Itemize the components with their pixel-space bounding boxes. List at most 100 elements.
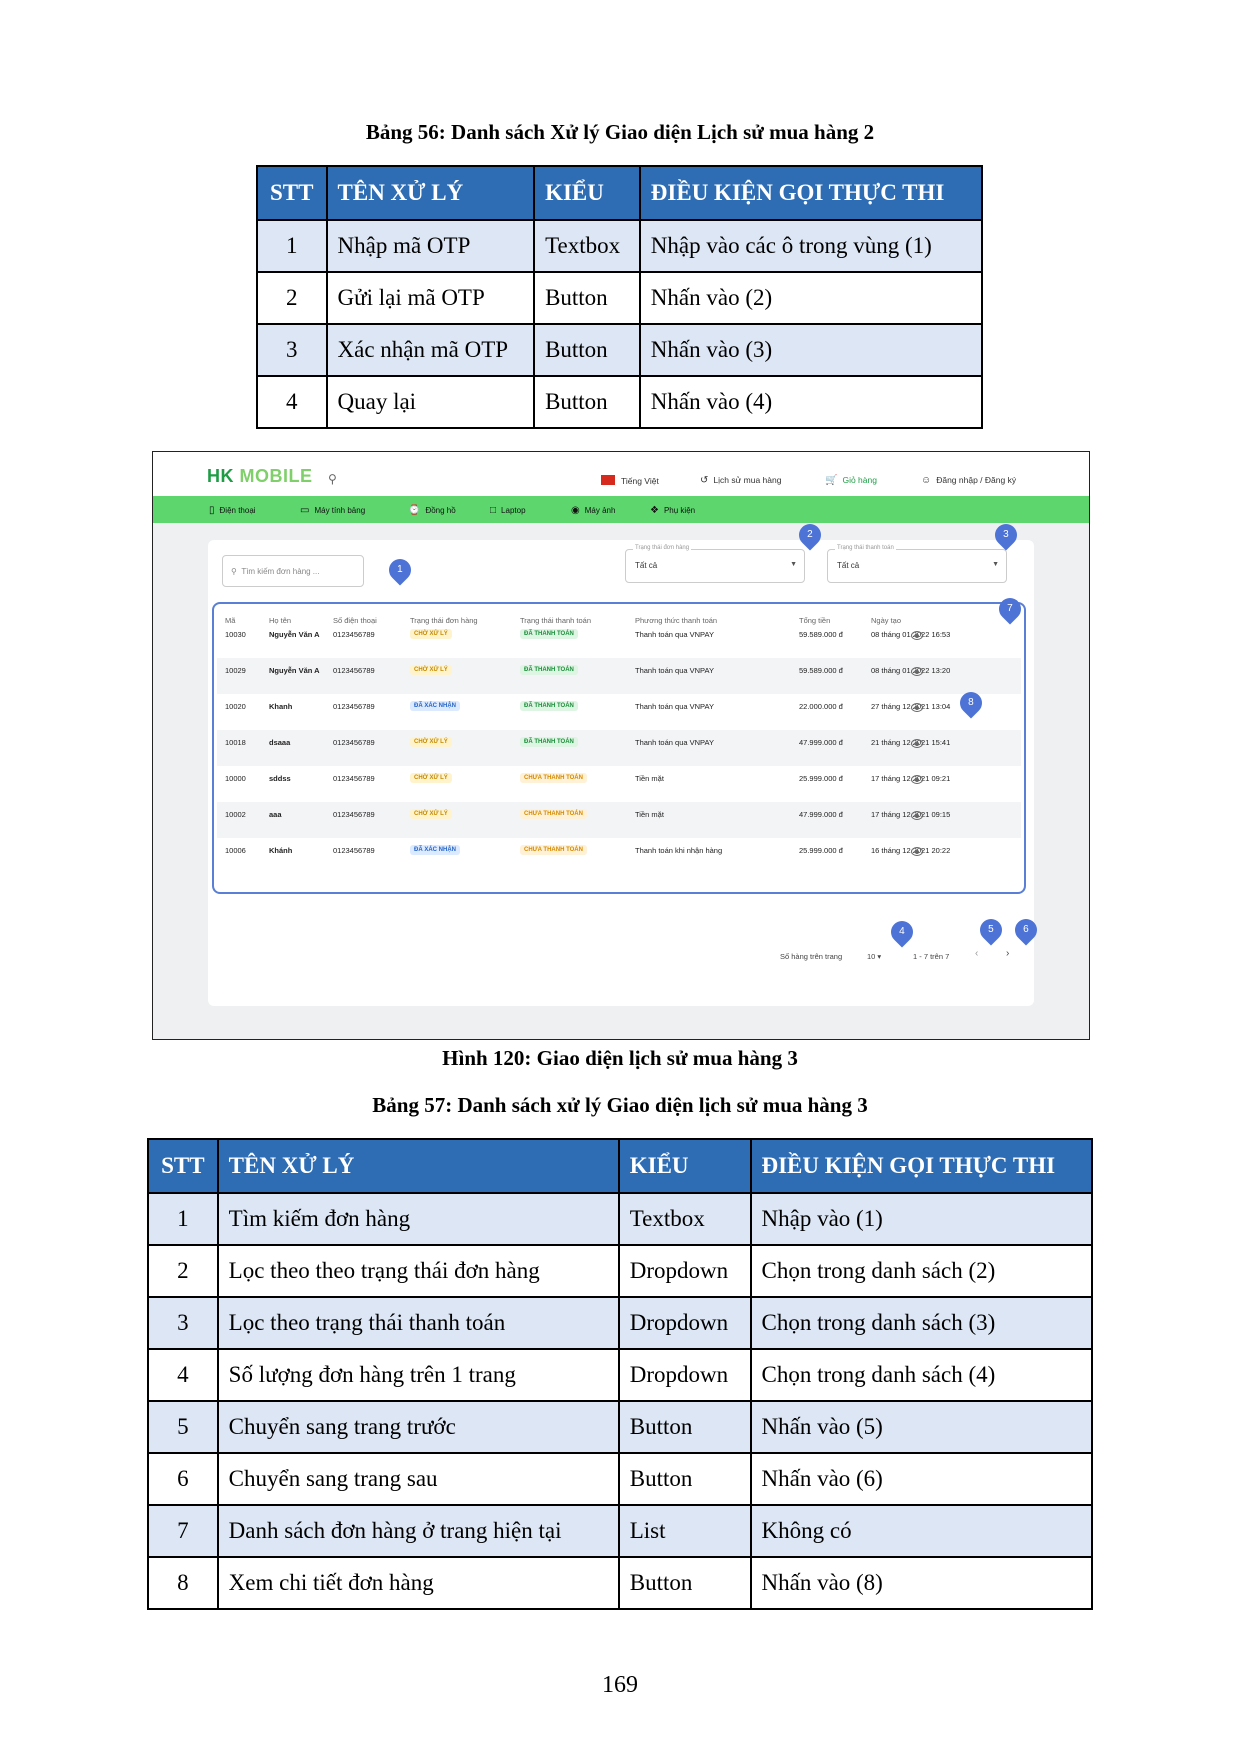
table-cell: 1 bbox=[256, 219, 328, 273]
cart-link[interactable]: 🛒Giỏ hàng bbox=[825, 475, 877, 486]
order-cell: Tiền mặt bbox=[635, 774, 664, 783]
laptop-icon: □ bbox=[490, 505, 497, 516]
order-cell: Thanh toán khi nhận hàng bbox=[635, 846, 723, 855]
top-bar: HK MOBILE ⚲ Tiếng Việt ↺Lịch sử mua hàng… bbox=[153, 452, 1089, 496]
table-cell: Button bbox=[533, 271, 641, 325]
view-detail-eye-icon[interactable] bbox=[911, 739, 923, 748]
order-cell: 25.999.000 đ bbox=[799, 774, 843, 783]
order-row-background bbox=[217, 802, 1021, 838]
order-history-link[interactable]: ↺Lịch sử mua hàng bbox=[700, 475, 782, 486]
order-cell: 17 tháng 12 2021 09:15 bbox=[871, 810, 951, 819]
order-status-badge: CHỜ XỬ LÝ bbox=[410, 665, 452, 675]
table-cell: 4 bbox=[147, 1348, 219, 1402]
order-cell: 10030 bbox=[225, 630, 246, 639]
payment-status-badge: CHƯA THANH TOÁN bbox=[520, 845, 587, 855]
category-camera[interactable]: ◉Máy ảnh bbox=[571, 505, 616, 516]
caret-down-icon: ▼ bbox=[992, 561, 999, 568]
table-cell: Nhấn vào (2) bbox=[638, 271, 984, 325]
order-cell: Tiền mặt bbox=[635, 810, 664, 819]
table-cell: Textbox bbox=[617, 1192, 752, 1246]
order-cell: 0123456789 bbox=[333, 846, 375, 855]
table-cell: Chọn trong danh sách (4) bbox=[749, 1348, 1093, 1402]
view-detail-eye-icon[interactable] bbox=[911, 703, 923, 712]
logo: HK MOBILE bbox=[207, 466, 313, 486]
table-cell: Nhấn vào (8) bbox=[749, 1556, 1093, 1610]
category-laptop[interactable]: □Laptop bbox=[490, 505, 526, 516]
column-header: Mã bbox=[225, 616, 236, 625]
table-cell: Nhập vào các ô trong vùng (1) bbox=[638, 219, 984, 273]
payment-status-filter[interactable]: Trạng thái thanh toán Tất cả▼ bbox=[827, 545, 1007, 585]
payment-status-badge: ĐÃ THANH TOÁN bbox=[520, 737, 578, 747]
table-cell: Button bbox=[533, 323, 641, 377]
table-cell: Dropdown bbox=[617, 1244, 752, 1298]
view-detail-eye-icon[interactable] bbox=[911, 811, 923, 820]
order-cell: 0123456789 bbox=[333, 630, 375, 639]
table-cell: Dropdown bbox=[617, 1296, 752, 1350]
order-cell: Khánh bbox=[269, 846, 293, 855]
table-cell: Dropdown bbox=[617, 1348, 752, 1402]
rows-per-page-label: Số hàng trên trang bbox=[780, 952, 843, 961]
order-cell: 10029 bbox=[225, 666, 246, 675]
order-status-filter[interactable]: Trạng thái đơn hàng Tất cả▼ bbox=[625, 545, 805, 585]
next-page-icon[interactable]: › bbox=[1006, 948, 1010, 959]
view-detail-eye-icon[interactable] bbox=[911, 775, 923, 784]
table-cell: 3 bbox=[256, 323, 328, 377]
view-detail-eye-icon[interactable] bbox=[911, 667, 923, 676]
order-cell: 47.999.000 đ bbox=[799, 810, 843, 819]
user-icon: ☺ bbox=[921, 475, 932, 486]
column-header: Trạng thái thanh toán bbox=[520, 616, 592, 625]
table-cell: Chuyển sang trang sau bbox=[216, 1452, 620, 1506]
table-cell: Nhập mã OTP bbox=[325, 219, 536, 273]
category-bar: ▯Điện thoại ▭Máy tính bảng ⌚Đồng hồ □Lap… bbox=[153, 496, 1089, 523]
table57-header-name: TÊN XỬ LÝ bbox=[216, 1138, 620, 1194]
table-cell: Quay lại bbox=[325, 375, 536, 429]
table-cell: 2 bbox=[256, 271, 328, 325]
view-detail-eye-icon[interactable] bbox=[911, 631, 923, 640]
table-cell: 8 bbox=[147, 1556, 219, 1610]
language-link[interactable]: Tiếng Việt bbox=[601, 475, 659, 486]
category-phone[interactable]: ▯Điện thoại bbox=[209, 505, 256, 516]
rows-per-page-select[interactable]: 10 ▾ bbox=[867, 952, 882, 961]
order-cell: 16 tháng 12 2021 20:22 bbox=[871, 846, 951, 855]
table-cell: Textbox bbox=[533, 219, 641, 273]
view-detail-eye-icon[interactable] bbox=[911, 847, 923, 856]
order-cell: Nguyễn Văn A bbox=[269, 630, 320, 639]
order-cell: 10006 bbox=[225, 846, 246, 855]
table-cell: Chuyển sang trang trước bbox=[216, 1400, 620, 1454]
order-cell: dsaaa bbox=[269, 738, 291, 747]
table-cell: 4 bbox=[256, 375, 328, 429]
table-row: 4 Quay lại Button Nhấn vào (4) bbox=[256, 375, 984, 429]
table-cell: Lọc theo theo trạng thái đơn hàng bbox=[216, 1244, 620, 1298]
table-row: 3 Xác nhận mã OTP Button Nhấn vào (3) bbox=[256, 323, 984, 377]
order-cell: 10002 bbox=[225, 810, 246, 819]
vietnam-flag-icon bbox=[601, 475, 615, 485]
login-register-link[interactable]: ☺Đăng nhập / Đăng ký bbox=[921, 475, 1017, 486]
table-cell: Chọn trong danh sách (2) bbox=[749, 1244, 1093, 1298]
table-cell: 1 bbox=[147, 1192, 219, 1246]
prev-page-icon[interactable]: ‹ bbox=[975, 948, 979, 959]
category-tablet[interactable]: ▭Máy tính bảng bbox=[300, 505, 366, 516]
table-cell: Tìm kiếm đơn hàng bbox=[216, 1192, 620, 1246]
search-icon[interactable]: ⚲ bbox=[328, 472, 337, 486]
table-cell: Nhấn vào (4) bbox=[638, 375, 984, 429]
table-cell: Gửi lại mã OTP bbox=[325, 271, 536, 325]
order-search-input[interactable]: ⚲ Tìm kiếm đơn hàng ... bbox=[222, 555, 364, 587]
table-cell: Button bbox=[533, 375, 641, 429]
table-cell: 7 bbox=[147, 1504, 219, 1558]
order-status-badge: ĐÃ XÁC NHẬN bbox=[410, 845, 460, 855]
category-accessories[interactable]: ❖Phụ kiện bbox=[650, 505, 696, 516]
order-cell: 59.589.000 đ bbox=[799, 630, 843, 639]
table-cell: Xác nhận mã OTP bbox=[325, 323, 536, 377]
order-cell: 10000 bbox=[225, 774, 246, 783]
order-cell: Khanh bbox=[269, 702, 293, 711]
table-cell: Button bbox=[617, 1556, 752, 1610]
history-icon: ↺ bbox=[700, 475, 709, 486]
table-row: 2 Gửi lại mã OTP Button Nhấn vào (2) bbox=[256, 271, 984, 325]
order-cell: 22.000.000 đ bbox=[799, 702, 843, 711]
table57: STT TÊN XỬ LÝ KIỂU ĐIỀU KIỆN GỌI THỰC TH… bbox=[147, 1138, 1093, 1610]
category-watch[interactable]: ⌚Đồng hồ bbox=[408, 505, 456, 516]
payment-status-badge: ĐÃ THANH TOÁN bbox=[520, 701, 578, 711]
